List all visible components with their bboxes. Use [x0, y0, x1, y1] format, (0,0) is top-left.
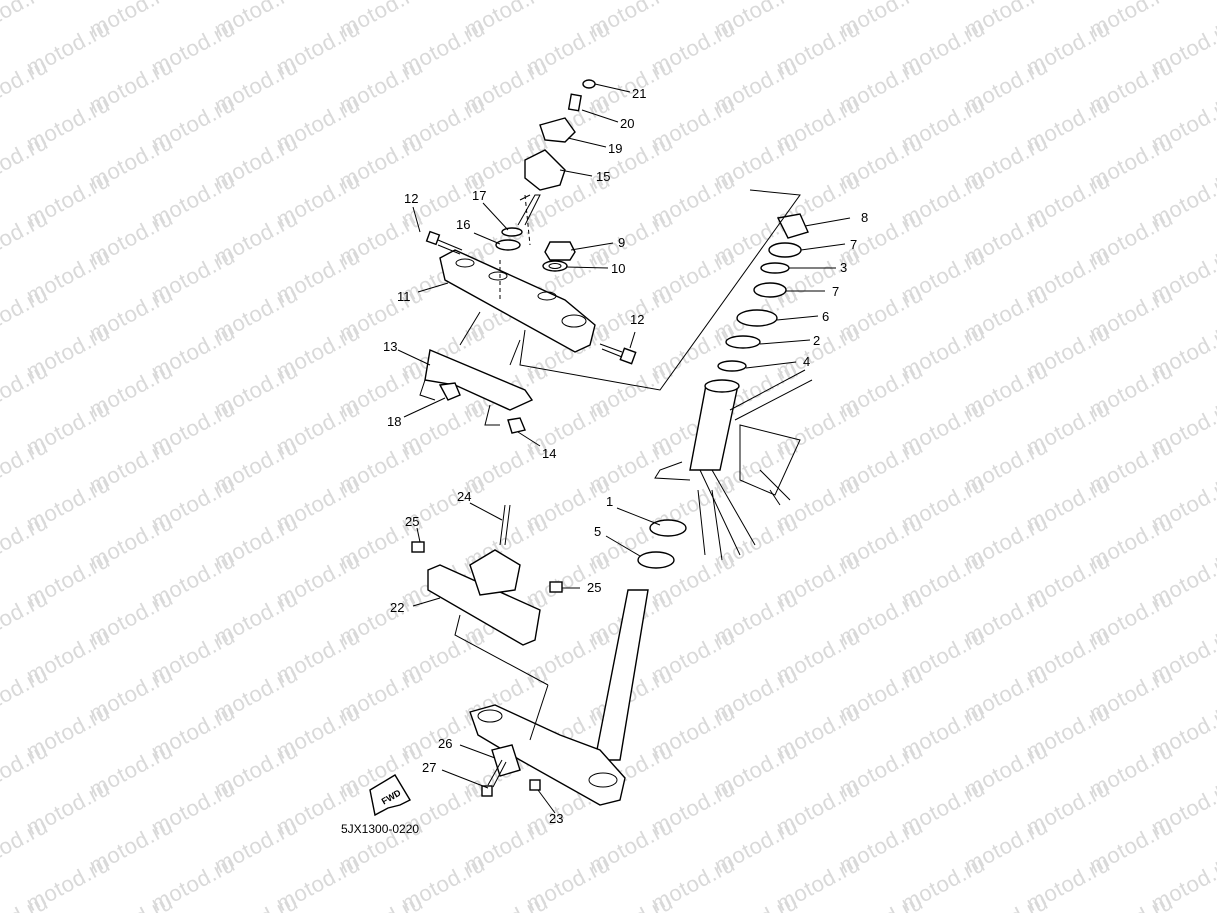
nut-23	[529, 779, 541, 791]
callout-17: 17	[472, 188, 486, 203]
nut-9	[544, 241, 576, 261]
diagram-code: 5JX1300-0220	[341, 822, 419, 836]
callout-19: 19	[608, 141, 622, 156]
steering-stem	[469, 589, 649, 806]
assembly-lines	[454, 189, 801, 741]
callouts: 21 20 19 15 17 16 12 9 10 11 12 13 18 14…	[383, 86, 868, 826]
callout-25-left: 25	[405, 514, 419, 529]
callout-14: 14	[542, 446, 556, 461]
washer-16	[495, 239, 521, 251]
frame-head-pipe	[654, 369, 813, 561]
callout-5: 5	[594, 524, 601, 539]
callout-8: 8	[861, 210, 868, 225]
leader-lines	[397, 83, 851, 814]
bolt-27	[481, 759, 507, 797]
callout-20: 20	[620, 116, 634, 131]
handlebar-holder	[517, 79, 596, 226]
callout-16: 16	[456, 217, 470, 232]
callout-2: 2	[813, 333, 820, 348]
bracket-13	[419, 349, 534, 434]
callout-7-upper: 7	[850, 237, 857, 252]
callout-18: 18	[387, 414, 401, 429]
callout-25-right: 25	[587, 580, 601, 595]
bolt-12-left	[425, 230, 463, 255]
callout-27: 27	[422, 760, 436, 775]
callout-13: 13	[383, 339, 397, 354]
callout-23: 23	[549, 811, 563, 826]
callout-7-lower: 7	[832, 284, 839, 299]
callout-21: 21	[632, 86, 646, 101]
fwd-arrow: FWD	[369, 774, 411, 817]
callout-10: 10	[611, 261, 625, 276]
callout-3: 3	[840, 260, 847, 275]
lower-bearing	[637, 519, 687, 569]
bearing-stack	[717, 213, 809, 372]
callout-15: 15	[596, 169, 610, 184]
callout-12-right: 12	[630, 312, 644, 327]
callout-24: 24	[457, 489, 471, 504]
callout-9: 9	[618, 235, 625, 250]
cable-guide	[411, 504, 563, 646]
callout-6: 6	[822, 309, 829, 324]
bolt-12-right	[599, 343, 637, 365]
callout-12-left: 12	[404, 191, 418, 206]
callout-22: 22	[390, 600, 404, 615]
callout-26: 26	[438, 736, 452, 751]
callout-11: 11	[397, 289, 411, 304]
callout-1: 1	[606, 494, 613, 509]
washer-10	[542, 260, 568, 272]
callout-4: 4	[803, 354, 810, 369]
upper-bracket	[439, 249, 596, 353]
washer-17	[501, 227, 523, 237]
